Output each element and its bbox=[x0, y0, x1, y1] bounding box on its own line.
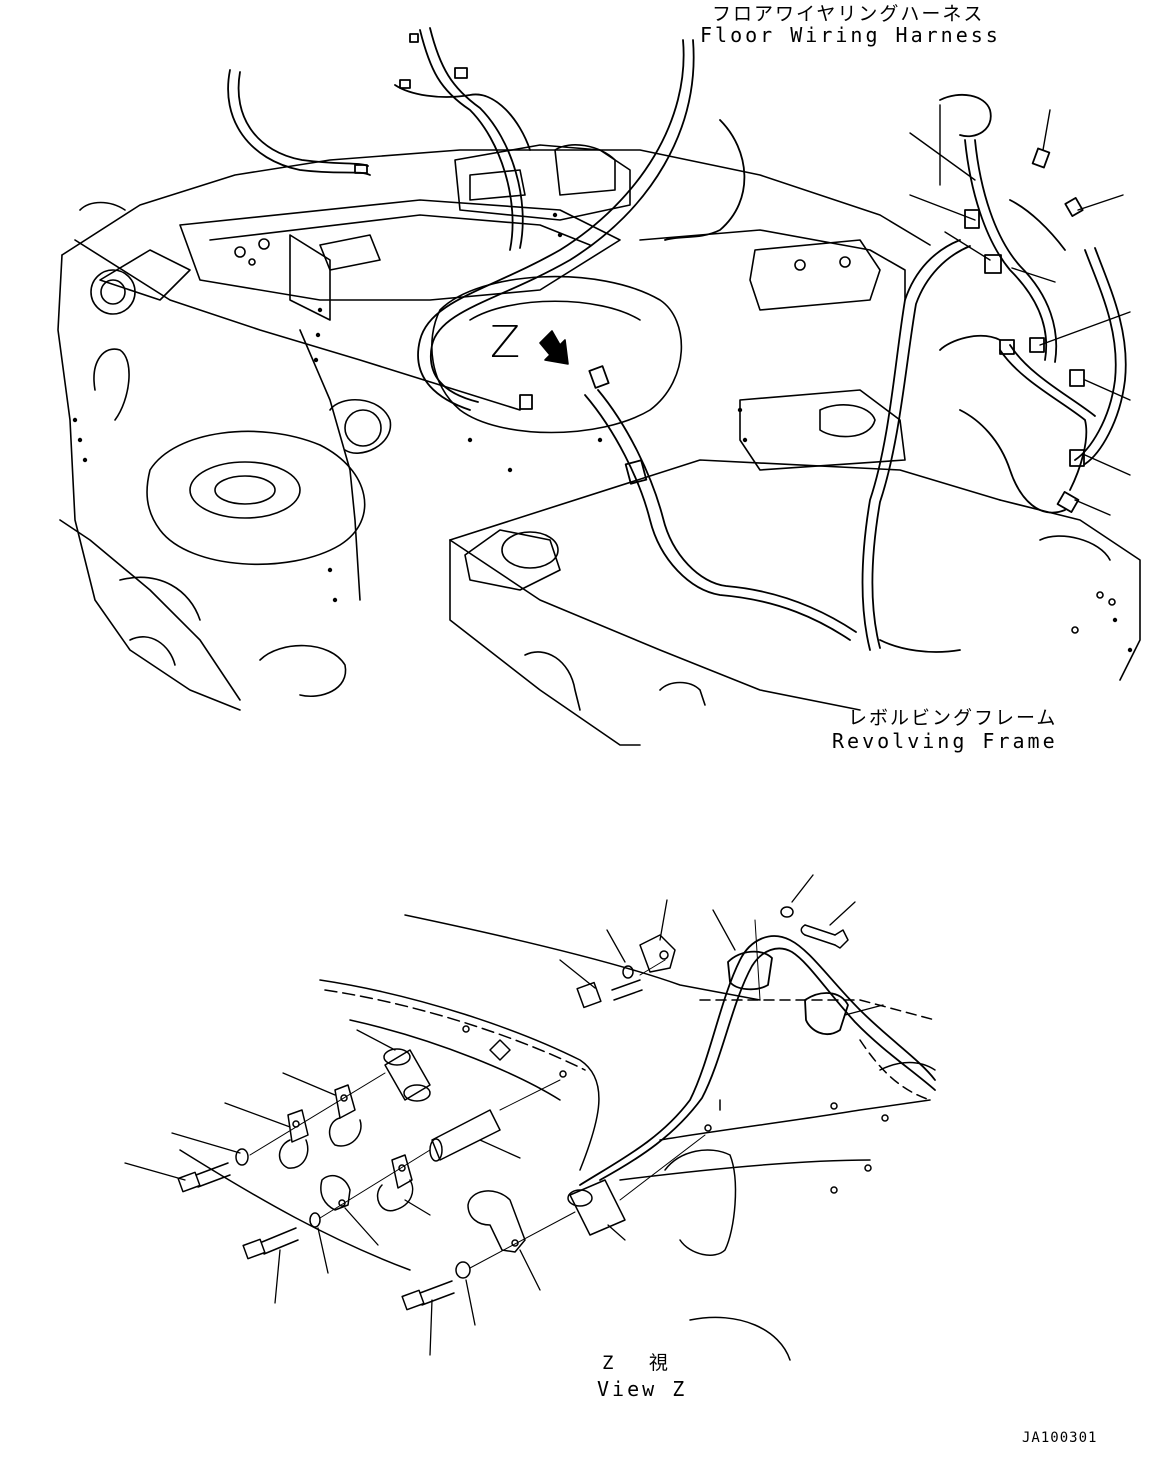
leader-lines-top bbox=[909, 104, 1131, 516]
leader-lines-view-z bbox=[124, 874, 884, 1356]
view-z-label-en: View Z bbox=[597, 1377, 688, 1401]
revolving-frame-label-en: Revolving Frame bbox=[832, 729, 1058, 753]
view-z-harness bbox=[579, 935, 936, 1186]
floor-wiring-harness bbox=[227, 27, 1127, 653]
drawing-code: JA100301 bbox=[1022, 1430, 1098, 1446]
floor-harness-label-en: Floor Wiring Harness bbox=[700, 23, 1001, 47]
view-z-hardware bbox=[177, 906, 849, 1311]
revolving-frame-body bbox=[57, 144, 1141, 746]
revolving-frame-label-jp: レボルビングフレーム bbox=[848, 707, 1058, 729]
floor-harness-label-jp: フロアワイヤリングハーネス bbox=[712, 3, 985, 25]
view-marker-z: Z bbox=[490, 317, 521, 368]
view-z-label-jp: Z 視 bbox=[602, 1352, 680, 1374]
view-z-frame bbox=[179, 914, 936, 1361]
view-z-arrow bbox=[539, 330, 569, 365]
